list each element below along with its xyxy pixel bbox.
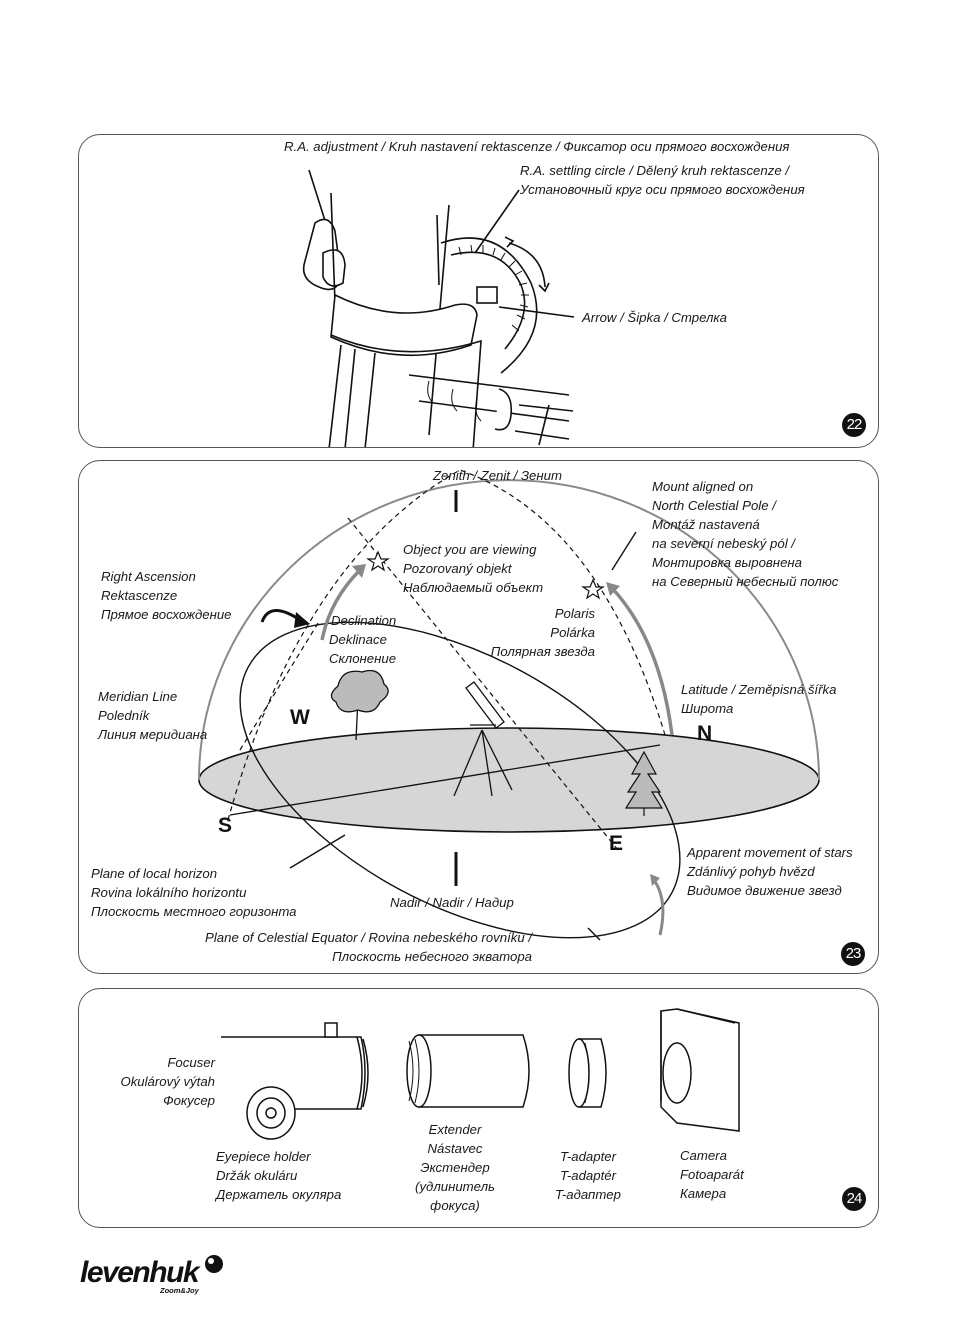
extender-line-2: Nástavec (427, 1141, 483, 1156)
eyepiece-line-3: Держатель окуляра (216, 1187, 342, 1202)
latitude-label: Latitude / Zeměpisná šířka Широта (681, 680, 836, 718)
figure-24-badge: 24 (842, 1187, 866, 1211)
mount-line-4: na severní nebeský pól / (652, 536, 795, 551)
nadir-label: Nadir / Nadir / Надир (390, 895, 514, 910)
cardinal-south: S (218, 814, 233, 837)
extender-line-5: фокуса) (430, 1198, 480, 1213)
meridian-line-2: Poledník (98, 708, 150, 723)
mount-line-5: Монтировка выровнена (652, 555, 802, 570)
logo-tagline: Zoom&Joy (160, 1286, 199, 1295)
ra-line-1: Right Ascension (101, 569, 196, 584)
camera-line-3: Камера (680, 1186, 727, 1201)
extender-line-1: Extender (428, 1122, 482, 1137)
focuser-line-2: Okulárový výtah (120, 1074, 215, 1089)
ra-settling-circle-label: R.A. settling circle / Dělený kruh rekta… (520, 161, 805, 199)
polaris-label: Polaris Polárka Полярная звезда (491, 604, 595, 661)
t-adapter-label: T-adapter T-adaptér T-адаптер (538, 1147, 638, 1204)
right-ascension-label: Right Ascension Rektascenze Прямое восхо… (101, 567, 232, 624)
equator-line-1: Plane of Celestial Equator / Rovina nebe… (205, 930, 532, 945)
zenith-label: Zenith / Zenit / Зенит (433, 468, 562, 483)
tadapter-line-3: T-адаптер (555, 1187, 621, 1202)
focuser-label: Focuser Okulárový výtah Фокусер (120, 1053, 215, 1110)
extender-label: Extender Nástavec Экстендер (удлинитель … (395, 1120, 515, 1215)
focuser-line-3: Фокусер (163, 1093, 215, 1108)
apparent-movement-label: Apparent movement of stars Zdánlivý pohy… (687, 843, 853, 900)
polaris-line-2: Polárka (550, 625, 595, 640)
horizon-line-2: Rovina lokálního horizontu (91, 885, 247, 900)
meridian-line-1: Meridian Line (98, 689, 178, 704)
meridian-label: Meridian Line Poledník Линия меридиана (98, 687, 207, 744)
logo-wordmark: levenhuk (80, 1256, 200, 1289)
ra-line-2: Rektascenze (101, 588, 178, 603)
figure-22-badge: 22 (842, 413, 866, 437)
figure-22-panel: 22 (78, 134, 879, 448)
camera-line-2: Fotoaparát (680, 1167, 744, 1182)
mount-aligned-label: Mount aligned on North Celestial Pole / … (652, 477, 838, 591)
ra-mount-illustration (302, 169, 575, 447)
celestial-equator-label: Plane of Celestial Equator / Rovina nebe… (205, 928, 532, 966)
dec-line-2: Deklinace (329, 632, 387, 647)
object-line-1: Object you are viewing (403, 542, 537, 557)
extender-line-4: (удлинитель (415, 1179, 495, 1194)
ra-settling-line-1: R.A. settling circle / Dělený kruh rekta… (520, 163, 789, 178)
dec-line-3: Склонение (329, 651, 397, 666)
mount-line-6: на Северный небесный полюс (652, 574, 839, 589)
logo-dot-icon (205, 1255, 223, 1273)
camera-line-1: Camera (680, 1148, 727, 1163)
equator-line-2: Плоскость небесного экватора (332, 949, 532, 964)
ra-adjustment-label: R.A. adjustment / Kruh nastavení rektasc… (284, 139, 790, 154)
polaris-line-1: Polaris (554, 606, 595, 621)
horizon-line-1: Plane of local horizon (91, 866, 218, 881)
declination-label: Declination Deklinace Склонение (329, 611, 396, 668)
meridian-line-3: Линия меридиана (98, 727, 208, 742)
cardinal-north: N (697, 722, 713, 745)
cardinal-east: E (609, 832, 624, 855)
ra-settling-line-2: Установочный круг оси прямого восхождени… (520, 182, 805, 197)
figure-23-badge: 23 (841, 942, 865, 966)
apparent-line-2: Zdánlivý pohyb hvězd (687, 864, 815, 879)
levenhuk-logo: levenhuk Zoom&Joy (80, 1255, 223, 1295)
polaris-line-3: Полярная звезда (490, 644, 595, 659)
object-line-3: Наблюдаемый объект (403, 580, 544, 595)
object-viewing-label: Object you are viewing Pozorovaný objekt… (403, 540, 543, 597)
dec-line-1: Declination (331, 613, 397, 628)
latitude-line-2: Широта (681, 701, 734, 716)
eyepiece-holder-label: Eyepiece holder Držák okuláru Держатель … (216, 1147, 341, 1204)
eyepiece-line-1: Eyepiece holder (216, 1149, 311, 1164)
arrow-label: Arrow / Šipka / Стрелка (582, 310, 727, 325)
mount-line-1: Mount aligned on (652, 479, 754, 494)
tadapter-line-2: T-adaptér (560, 1168, 616, 1183)
apparent-line-1: Apparent movement of stars (687, 845, 853, 860)
latitude-line-1: Latitude / Zeměpisná šířka (681, 682, 837, 697)
extender-line-3: Экстендер (420, 1160, 490, 1175)
tadapter-line-1: T-adapter (560, 1149, 616, 1164)
object-line-2: Pozorovaný objekt (403, 561, 512, 576)
eyepiece-line-2: Držák okuláru (216, 1168, 298, 1183)
mount-line-2: North Celestial Pole / (652, 498, 776, 513)
apparent-line-3: Видимое движение звезд (687, 883, 842, 898)
horizon-line-3: Плоскость местного горизонта (91, 904, 297, 919)
plane-horizon-label: Plane of local horizon Rovina lokálního … (91, 864, 297, 921)
focuser-line-1: Focuser (167, 1055, 215, 1070)
mount-line-3: Montáž nastavená (652, 517, 760, 532)
cardinal-west: W (290, 706, 310, 729)
camera-label: Camera Fotoaparát Камера (680, 1146, 744, 1203)
accessories-illustration (221, 1008, 740, 1140)
figure-24-panel: 24 (78, 988, 879, 1228)
ra-line-3: Прямое восхождение (101, 607, 232, 622)
